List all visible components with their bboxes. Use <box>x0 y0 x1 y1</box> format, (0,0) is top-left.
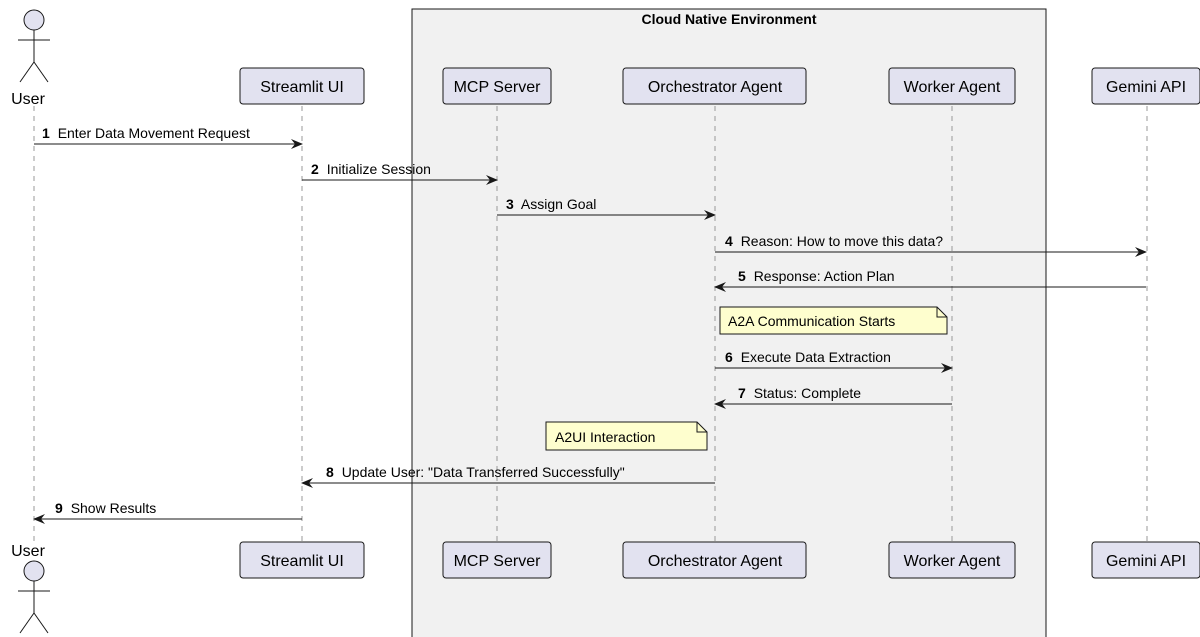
message-3: 3 Assign Goal <box>497 196 716 220</box>
message-label: Status: Complete <box>754 385 862 401</box>
message-label: Update User: "Data Transferred Successfu… <box>342 464 625 480</box>
message-9: 9 Show Results <box>33 500 302 524</box>
message-1: 1 Enter Data Movement Request <box>34 125 303 149</box>
participant-label-user: User <box>11 91 45 108</box>
message-4: 4 Reason: How to move this data? <box>715 233 1147 257</box>
participant-label-orchestrator: Orchestrator Agent <box>648 553 783 570</box>
actor-user-top: User <box>11 9 50 108</box>
participant-label-streamlit: Streamlit UI <box>260 553 344 570</box>
message-number: 4 <box>725 233 733 249</box>
user-icon <box>18 9 50 83</box>
message-label: Reason: How to move this data? <box>741 233 944 249</box>
participant-streamlit-top: Streamlit UI <box>239 67 365 105</box>
message-2: 2 Initialize Session <box>302 161 498 185</box>
note-text: A2A Communication Starts <box>728 313 895 329</box>
message-6: 6 Execute Data Extraction <box>715 349 953 373</box>
message-8: 8 Update User: "Data Transferred Success… <box>301 464 715 488</box>
note-a2ui: A2UI Interaction <box>545 421 708 451</box>
participant-label-user: User <box>11 543 45 560</box>
participant-worker-bottom: Worker Agent <box>888 541 1016 579</box>
participant-label-gemini: Gemini API <box>1106 553 1186 570</box>
participant-label-worker: Worker Agent <box>904 79 1001 96</box>
participant-label-worker: Worker Agent <box>904 553 1001 570</box>
svg-text:9 Show Results: 9 Show Results <box>55 500 156 516</box>
participant-label-mcp: MCP Server <box>454 553 542 570</box>
svg-text:5 Response: Action Plan: 5 Response: Action Plan <box>738 268 895 284</box>
message-label: Response: Action Plan <box>754 268 895 284</box>
note-text: A2UI Interaction <box>555 429 655 445</box>
svg-text:7 Status: Complete: 7 Status: Complete <box>738 385 861 401</box>
message-7: 7 Status: Complete <box>714 385 952 409</box>
participant-label-orchestrator: Orchestrator Agent <box>648 79 783 96</box>
message-number: 8 <box>326 464 334 480</box>
participant-mcp-top: MCP Server <box>442 67 552 105</box>
svg-text:2 Initialize Session: 2 Initialize Session <box>311 161 431 177</box>
message-number: 7 <box>738 385 746 401</box>
participant-worker-top: Worker Agent <box>888 67 1016 105</box>
participant-gemini-top: Gemini API <box>1091 67 1200 105</box>
participant-label-streamlit: Streamlit UI <box>260 79 344 96</box>
lifelines <box>33 106 1148 542</box>
svg-text:3 Assign Goal: 3 Assign Goal <box>506 196 596 212</box>
participant-streamlit-bottom: Streamlit UI <box>239 541 365 579</box>
participant-gemini-bottom: Gemini API <box>1091 541 1200 579</box>
participant-mcp-bottom: MCP Server <box>442 541 552 579</box>
message-number: 6 <box>725 349 733 365</box>
svg-text:8 Update User: "Data Tra: 8 Update User: "Data Transferred Success… <box>326 464 625 480</box>
message-number: 5 <box>738 268 746 284</box>
svg-text:6 Execute Data Extractio: 6 Execute Data Extraction <box>725 349 891 365</box>
message-number: 9 <box>55 500 63 516</box>
svg-text:1 Enter Data Movement Re: 1 Enter Data Movement Request <box>42 125 250 141</box>
message-number: 2 <box>311 161 319 177</box>
message-number: 3 <box>506 196 514 212</box>
participant-label-mcp: MCP Server <box>454 79 542 96</box>
message-label: Enter Data Movement Request <box>58 125 250 141</box>
participant-orchestrator-bottom: Orchestrator Agent <box>622 541 807 579</box>
svg-text:4 Reason: How to move th: 4 Reason: How to move this data? <box>725 233 943 249</box>
actor-user-bottom: User <box>11 543 50 634</box>
message-5: 5 Response: Action Plan <box>714 268 1146 292</box>
message-label: Assign Goal <box>521 196 596 212</box>
message-number: 1 <box>42 125 50 141</box>
message-label: Execute Data Extraction <box>741 349 891 365</box>
user-icon <box>18 560 50 634</box>
group-title: Cloud Native Environment <box>641 11 816 27</box>
participant-label-gemini: Gemini API <box>1106 79 1186 96</box>
message-label: Initialize Session <box>327 161 431 177</box>
note-a2a: A2A Communication Starts <box>719 306 948 335</box>
participant-orchestrator-top: Orchestrator Agent <box>622 67 807 105</box>
message-label: Show Results <box>71 500 157 516</box>
